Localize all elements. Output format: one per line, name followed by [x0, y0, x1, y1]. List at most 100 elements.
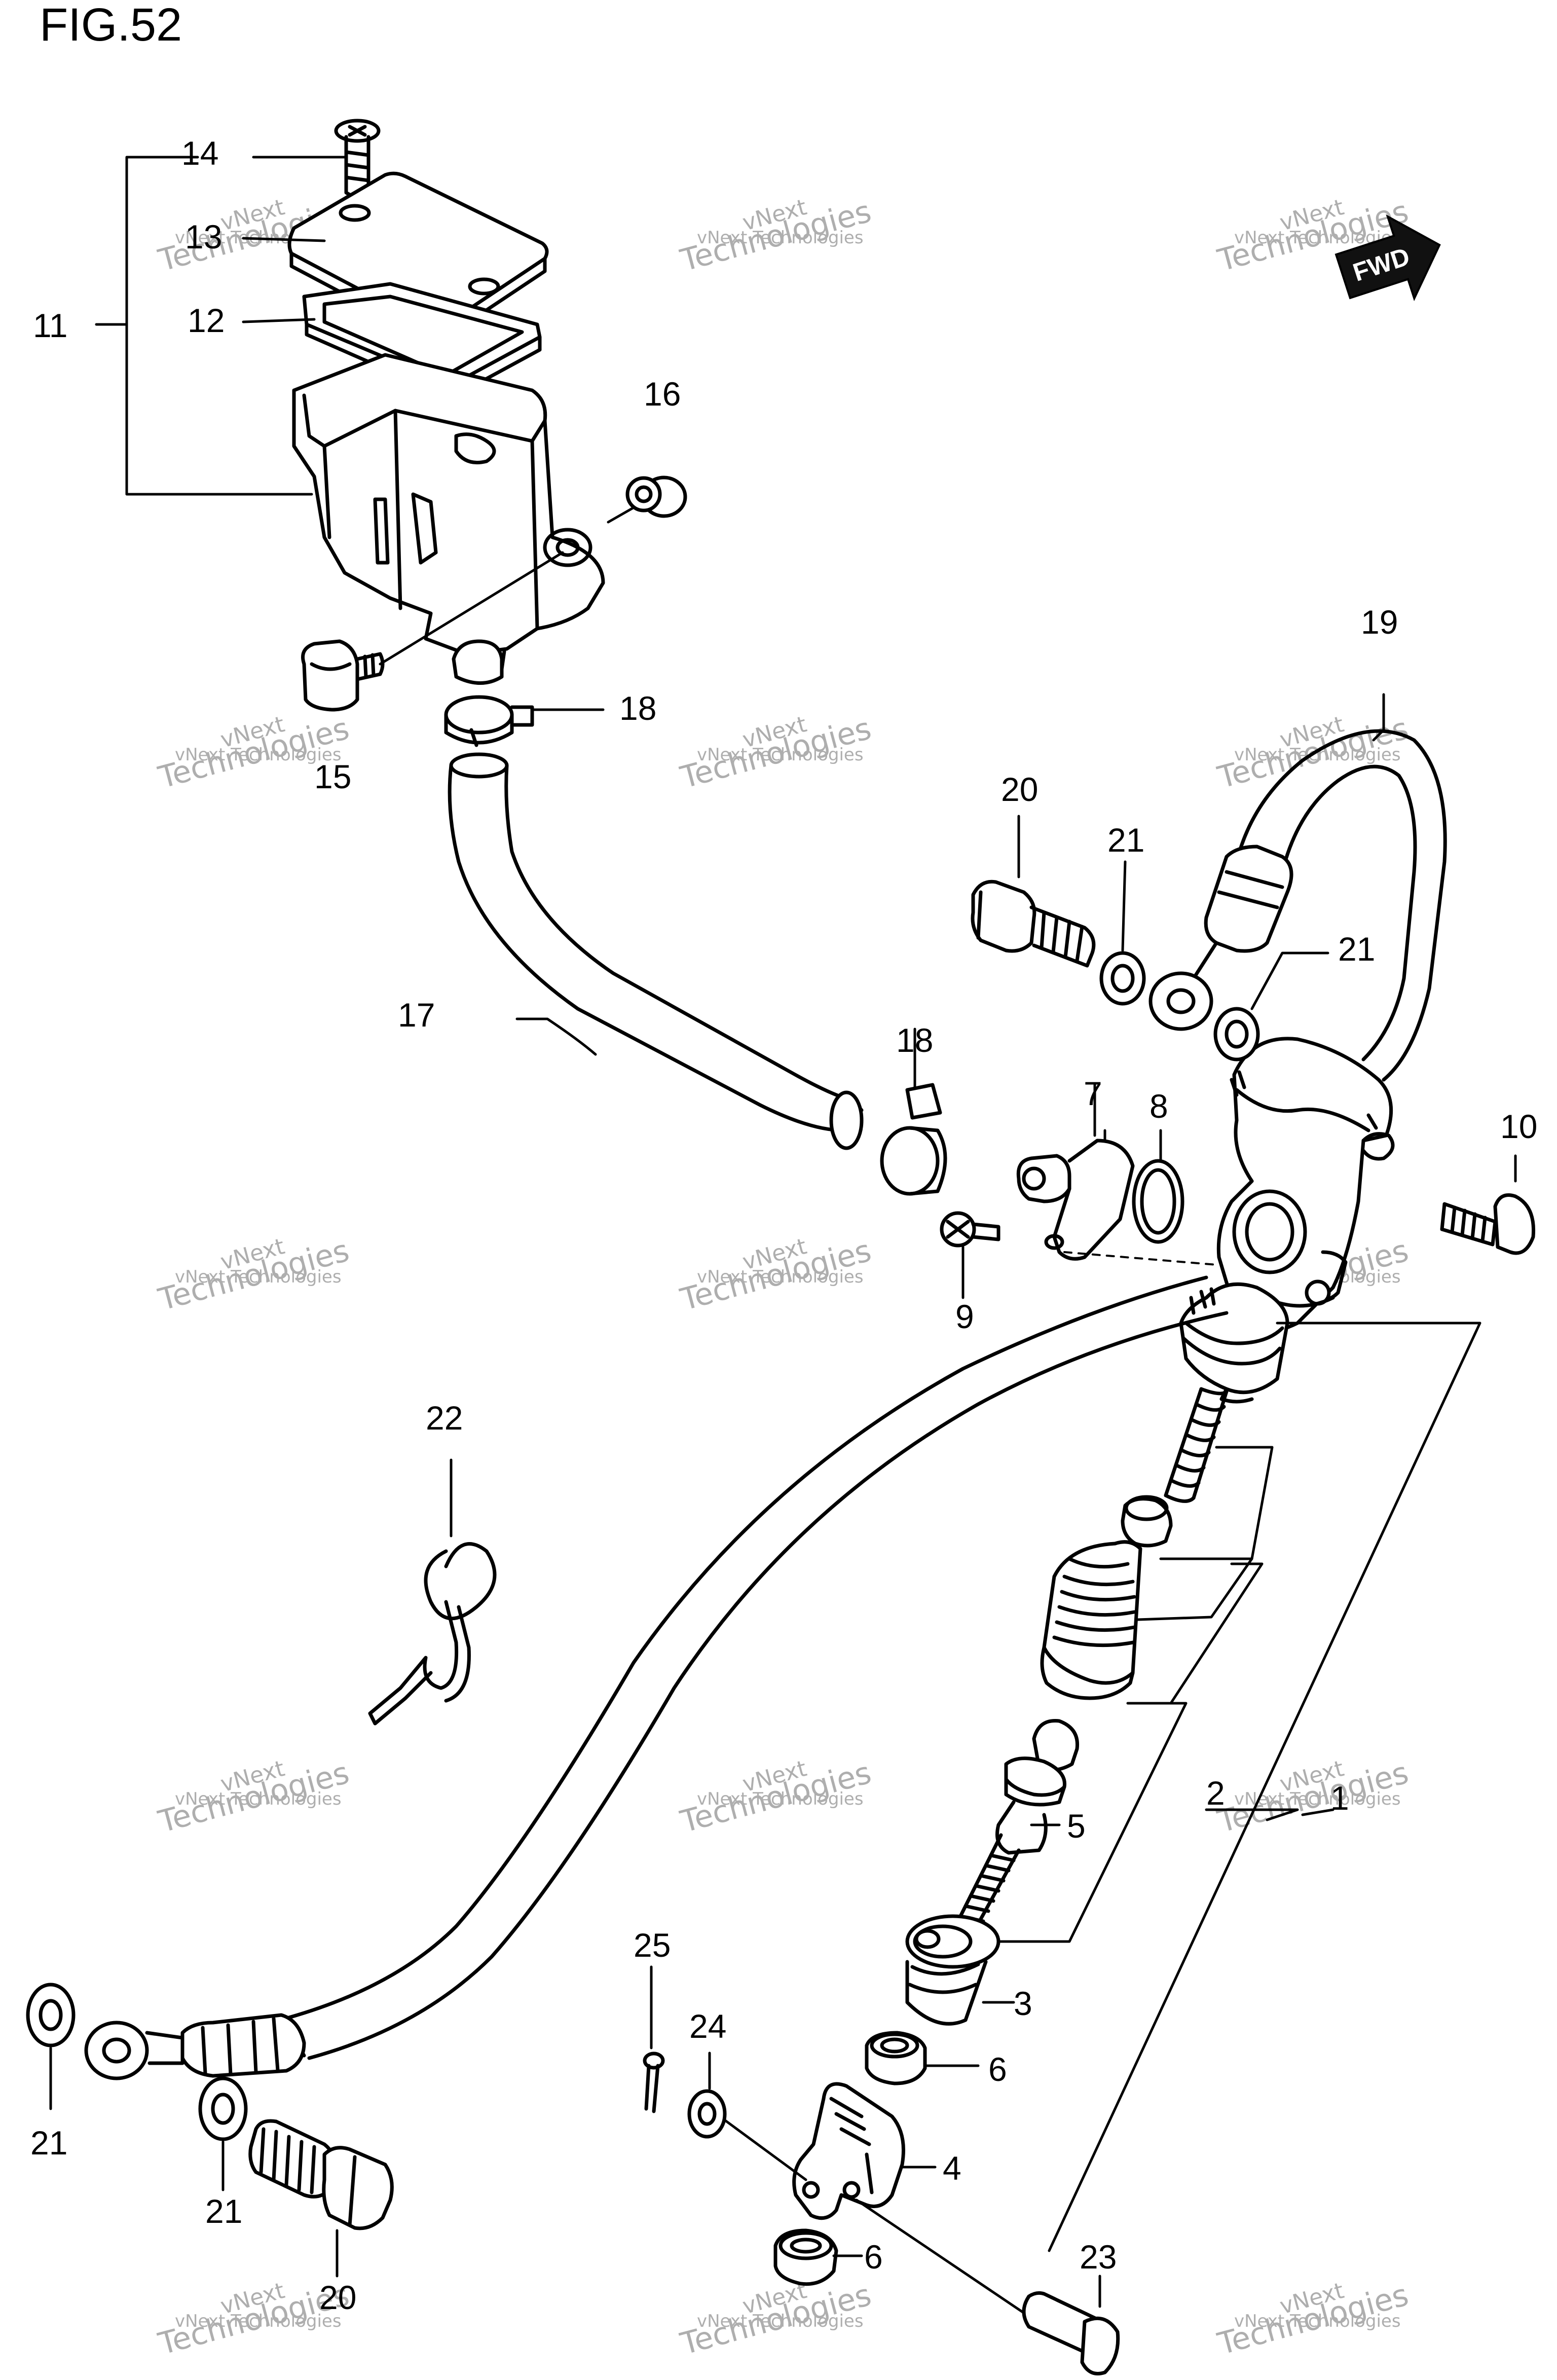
sealing-washer-upper-right-part [1213, 1007, 1260, 1061]
clevis-pin-part [1022, 2291, 1120, 2375]
reservoir-body-part [292, 353, 605, 676]
callout-13: 13 [185, 218, 222, 255]
banjo-bolt-upper-part [971, 880, 1096, 968]
washer-part [687, 2089, 727, 2139]
piston-part [1040, 1540, 1142, 1700]
callout-16: 16 [644, 375, 681, 413]
spring-seat-part [1121, 1495, 1173, 1548]
callout-21-lower-left: 21 [30, 2124, 67, 2162]
leader-2d [987, 1702, 1188, 1943]
callout-3: 3 [1014, 1985, 1032, 2022]
lock-nut-upper-part [865, 2031, 927, 2085]
leader-19 [1372, 693, 1385, 742]
callout-10: 10 [1500, 1108, 1537, 1145]
callout-1: 1 [1330, 1779, 1349, 1817]
leader-15 [379, 551, 564, 666]
callout-18-upper: 18 [619, 689, 656, 727]
sealing-washer-upper-left-part [1099, 951, 1146, 1006]
spring-clip-part [368, 1542, 497, 1726]
leader-24 [718, 2115, 807, 2181]
sealing-washer-lower-right-part [198, 2076, 248, 2141]
leader-9b [1063, 1251, 1217, 1266]
callout-22: 22 [426, 1399, 463, 1437]
leader-2a [1159, 1446, 1274, 1560]
callout-14: 14 [181, 134, 218, 172]
leader-2c [1126, 1562, 1264, 1705]
watermark-line1: vNext Technologies [175, 745, 342, 765]
hose-end-fitting-lower-part [84, 2013, 306, 2080]
callout-9: 9 [955, 1298, 974, 1335]
callout-7: 7 [1084, 1075, 1102, 1112]
callout-21-upper-right: 21 [1338, 930, 1375, 968]
outlet-nipple-part [452, 639, 504, 685]
hose-clamp-lower-part [880, 1083, 947, 1196]
grommet-part [625, 475, 687, 518]
dust-boot-part [905, 1914, 1000, 2026]
watermark-line1: vNext Technologies [697, 1789, 864, 1809]
leader-12 [242, 318, 316, 323]
callout-24: 24 [689, 2007, 726, 2045]
clevis-part [792, 2082, 905, 2220]
callout-6-lower: 6 [864, 2238, 883, 2276]
watermark-line1: vNext Technologies [1234, 745, 1401, 765]
watermark-line1: vNext Technologies [697, 1267, 864, 1287]
leader-2 [1205, 1808, 1299, 1821]
push-rod-part [946, 1718, 1080, 1950]
mounting-bolt-part [1440, 1193, 1536, 1255]
figure-title: FIG.52 [40, 0, 182, 51]
leader-21b [1250, 951, 1329, 1010]
callout-15: 15 [314, 758, 351, 795]
callout-25: 25 [634, 1926, 671, 1964]
mounting-screw-part [301, 639, 385, 712]
callout-12: 12 [188, 302, 225, 339]
callout-11: 11 [33, 307, 68, 344]
watermark-line1: vNext Technologies [1234, 2311, 1401, 2331]
hose-connector-part [1016, 1129, 1135, 1261]
hose-clamp-top-part [444, 695, 534, 747]
watermark-line1: vNext Technologies [697, 2311, 864, 2331]
callout-6-upper: 6 [988, 2051, 1007, 2088]
lock-nut-lower-part [773, 2228, 838, 2286]
leader-17 [515, 1017, 597, 1056]
return-spring-part [1164, 1387, 1229, 1503]
watermark-line1: vNext Technologies [175, 1789, 342, 1809]
watermark-line1: vNext Technologies [697, 228, 864, 248]
hose-end-fitting-upper-part [1148, 845, 1293, 1031]
leader-1 [1048, 1322, 1481, 2252]
reservoir-hose-part [448, 752, 864, 1150]
o-ring-part [1132, 1159, 1184, 1244]
forward-arrow-icon: FWD [1334, 214, 1441, 302]
master-cylinder-part [1179, 1037, 1395, 1404]
callout-19: 19 [1361, 603, 1398, 641]
leader-2b [1136, 1557, 1253, 1621]
connector-screw-part [940, 1211, 1000, 1248]
callout-23: 23 [1080, 2238, 1117, 2276]
callout-18-lower: 18 [896, 1021, 933, 1059]
upper-brake-hose-part [1235, 729, 1447, 1082]
watermark-line1: vNext Technologies [175, 2311, 342, 2331]
callout-labels: 1 2 3 4 5 6 6 7 8 9 10 11 12 13 14 15 16… [30, 134, 1537, 2316]
callout-17: 17 [398, 996, 435, 1034]
sealing-washer-lower-left-part [26, 1983, 76, 2047]
callout-2: 2 [1206, 1774, 1225, 1812]
watermark-line1: vNext Technologies [175, 1267, 342, 1287]
callout-5: 5 [1067, 1807, 1086, 1845]
callout-20-lower: 20 [319, 2279, 356, 2316]
callout-4: 4 [943, 2149, 961, 2187]
callout-21-lower-right: 21 [205, 2192, 242, 2230]
leader-13 [242, 237, 326, 242]
callout-20-upper: 20 [1001, 771, 1038, 808]
watermark-line1: vNext Technologies [697, 745, 864, 765]
callout-21-upper-left: 21 [1107, 821, 1144, 859]
